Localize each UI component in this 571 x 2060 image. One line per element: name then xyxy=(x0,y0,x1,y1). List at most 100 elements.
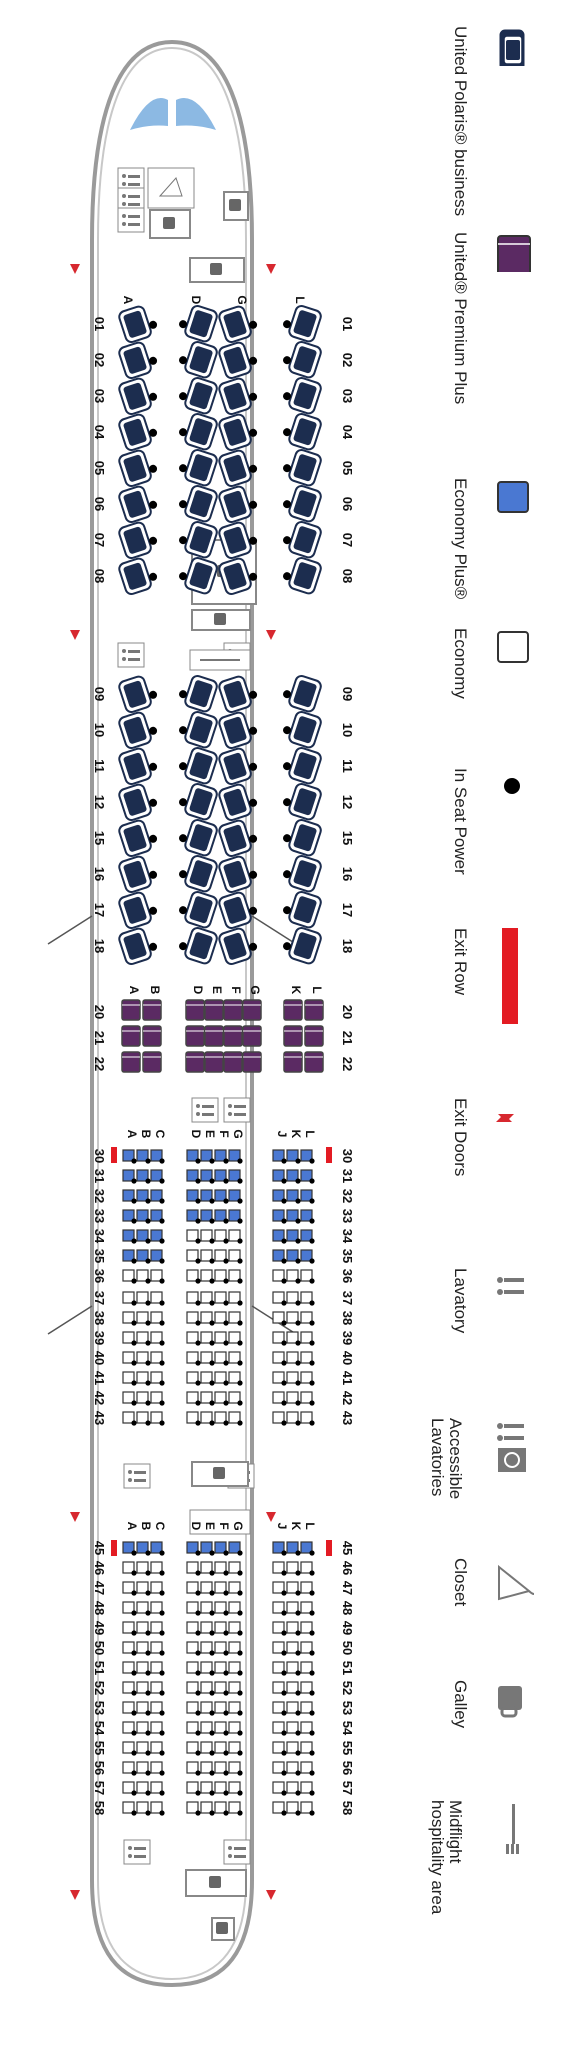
economy-seat-shell xyxy=(186,1169,199,1182)
power-icon xyxy=(281,1320,287,1326)
row-number: 06 xyxy=(92,497,107,511)
economy-seat xyxy=(150,1149,165,1164)
economy-seat xyxy=(228,1371,243,1386)
power-icon xyxy=(179,942,188,951)
row-number: 42 xyxy=(340,1391,355,1405)
legend-midflight-label: Midflight hospitality area xyxy=(428,1800,465,1915)
economy-seat-shell xyxy=(136,1391,149,1404)
polaris-seat-G xyxy=(218,557,258,595)
economy-seat xyxy=(300,1781,315,1796)
lavatory-box xyxy=(223,1839,251,1865)
economy-seat-shell xyxy=(228,1681,241,1694)
polaris-seat-cushion xyxy=(223,716,247,744)
power-icon xyxy=(159,1630,165,1636)
polaris-seat-L xyxy=(283,413,322,451)
economy-seat-shell xyxy=(272,1541,285,1554)
power-icon xyxy=(283,870,292,879)
lavatory-glyph xyxy=(128,203,140,206)
economy-seat xyxy=(122,1561,137,1576)
economy-seat-shell xyxy=(214,1411,227,1424)
lavatory-glyph xyxy=(202,1113,214,1116)
lavatory-glyph xyxy=(234,1855,246,1858)
polaris-seat-cushion xyxy=(189,526,213,554)
economy-seat-shell xyxy=(286,1721,299,1734)
power-icon xyxy=(131,1650,137,1656)
polaris-seat-L xyxy=(283,927,322,965)
polaris-seat-D xyxy=(179,927,218,965)
economy-seat-shell xyxy=(136,1621,149,1634)
power-icon xyxy=(237,1770,243,1776)
economy-seat xyxy=(136,1371,151,1386)
economy-seat-shell xyxy=(150,1541,163,1554)
economy-seat xyxy=(300,1249,315,1264)
power-icon xyxy=(159,1340,165,1346)
economy-seat xyxy=(214,1801,229,1816)
economy-seat xyxy=(186,1721,201,1736)
economy-seat xyxy=(228,1741,243,1756)
economy-seat-shell xyxy=(286,1621,299,1634)
power-icon xyxy=(237,1158,243,1164)
economy-seat xyxy=(228,1291,243,1306)
economy-seat xyxy=(214,1781,229,1796)
economy-seat-shell xyxy=(200,1351,213,1364)
economy-seat-shell xyxy=(136,1661,149,1674)
power-icon xyxy=(295,1670,301,1676)
polaris-seat-L xyxy=(283,449,322,487)
economy-seat xyxy=(286,1169,301,1184)
economy-seat-shell xyxy=(300,1189,313,1202)
polaris-seat-G xyxy=(218,927,258,965)
economy-seat-shell xyxy=(228,1781,241,1794)
row-number: 12 xyxy=(92,795,107,809)
polaris-seat-cushion xyxy=(189,562,213,590)
economy-seat xyxy=(228,1391,243,1406)
economy-seat-shell xyxy=(136,1351,149,1364)
row-number: 36 xyxy=(92,1269,107,1283)
power-icon xyxy=(283,726,292,735)
polaris-seat-A xyxy=(118,783,158,821)
economy-seat-shell xyxy=(228,1581,241,1594)
economy-seat-shell xyxy=(200,1581,213,1594)
economy-seat xyxy=(300,1801,315,1816)
economy-seat-shell xyxy=(186,1541,199,1554)
economy-seat-shell xyxy=(136,1721,149,1734)
power-icon xyxy=(283,690,292,699)
power-icon xyxy=(281,1420,287,1426)
economy-seat xyxy=(272,1641,287,1656)
economy-seat xyxy=(122,1291,137,1306)
power-icon xyxy=(295,1550,301,1556)
economy-seat xyxy=(300,1681,315,1696)
economy-seat xyxy=(150,1269,165,1284)
power-icon xyxy=(145,1710,151,1716)
economy-seat xyxy=(272,1621,287,1636)
power-icon xyxy=(309,1178,315,1184)
economy-seat xyxy=(214,1291,229,1306)
economy-seat xyxy=(300,1741,315,1756)
power-icon xyxy=(195,1750,201,1756)
power-icon xyxy=(159,1238,165,1244)
power-icon xyxy=(159,1218,165,1224)
polaris-seat-A xyxy=(118,675,158,713)
polaris-seat-L xyxy=(283,819,322,857)
power-icon xyxy=(223,1178,229,1184)
polaris-seat-D xyxy=(179,783,218,821)
power-icon xyxy=(283,500,292,509)
economy-seat xyxy=(186,1701,201,1716)
economy-seat xyxy=(228,1561,243,1576)
economy-seat xyxy=(286,1801,301,1816)
economy-seat-shell xyxy=(136,1561,149,1574)
economy-seat-shell xyxy=(272,1209,285,1222)
power-icon xyxy=(209,1770,215,1776)
economy-seat-shell xyxy=(300,1601,313,1614)
economy-seat xyxy=(122,1149,137,1164)
economy-seat-shell xyxy=(200,1701,213,1714)
power-icon xyxy=(149,536,158,545)
economy-seat-shell xyxy=(272,1291,285,1304)
economy-seat-shell xyxy=(186,1149,199,1162)
power-icon xyxy=(131,1278,137,1284)
power-icon xyxy=(209,1730,215,1736)
lavatory-icon xyxy=(223,1097,251,1123)
power-icon xyxy=(195,1218,201,1224)
power-icon xyxy=(149,428,158,437)
economy-seat-shell xyxy=(286,1581,299,1594)
economy-seat-shell xyxy=(150,1249,163,1262)
